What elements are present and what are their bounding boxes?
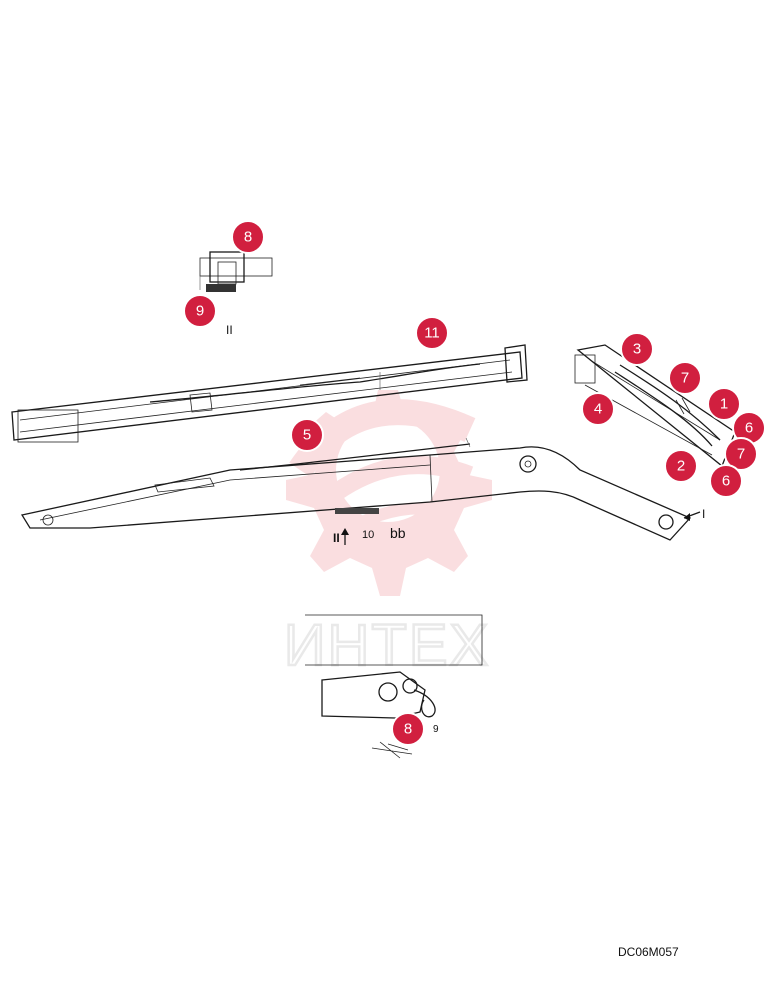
detail-bottom	[305, 614, 483, 759]
callout-6-lower[interactable]: 6	[709, 464, 743, 498]
svg-text:8: 8	[244, 229, 252, 246]
callout-4[interactable]: 4	[581, 392, 615, 426]
callout-7-lower[interactable]: 7	[724, 437, 758, 471]
detail-view-ii-top	[199, 251, 273, 292]
svg-text:9: 9	[196, 303, 204, 320]
callout-11[interactable]: 11	[415, 316, 449, 350]
callout-3[interactable]: 3	[620, 332, 654, 366]
arm-upper	[11, 344, 528, 443]
svg-text:6: 6	[745, 420, 753, 437]
part-bb-label: bb	[390, 525, 406, 541]
callout-5[interactable]: 5	[290, 418, 324, 452]
svg-text:8: 8	[404, 721, 412, 738]
svg-text:7: 7	[737, 446, 745, 463]
callout-1[interactable]: 1	[707, 387, 741, 421]
main-boom	[20, 437, 701, 545]
svg-text:5: 5	[303, 427, 311, 444]
svg-text:4: 4	[594, 401, 602, 418]
callout-7-upper[interactable]: 7	[668, 361, 702, 395]
callout-9-top[interactable]: 9	[183, 294, 217, 328]
svg-text:2: 2	[677, 458, 685, 475]
part-9-bottom-label: 9	[433, 724, 439, 735]
drawing-code: DC06M057	[618, 945, 679, 959]
callout-8-top[interactable]: 8	[231, 220, 265, 254]
watermark-text: ИНТЕХ	[284, 613, 490, 678]
part-10-label: 10	[362, 529, 374, 541]
svg-text:1: 1	[720, 396, 728, 413]
callout-2[interactable]: 2	[664, 449, 698, 483]
callout-8-bottom[interactable]: 8	[391, 712, 425, 746]
svg-text:6: 6	[722, 473, 730, 490]
svg-text:7: 7	[681, 370, 689, 387]
view-ii-boom-label: II	[333, 531, 340, 545]
view-ii-top-label: II	[226, 323, 233, 337]
svg-text:3: 3	[633, 341, 641, 358]
svg-text:11: 11	[424, 325, 440, 342]
watermark-logo: ИНТЕХ	[283, 390, 492, 679]
view-i-label: I	[702, 507, 705, 521]
